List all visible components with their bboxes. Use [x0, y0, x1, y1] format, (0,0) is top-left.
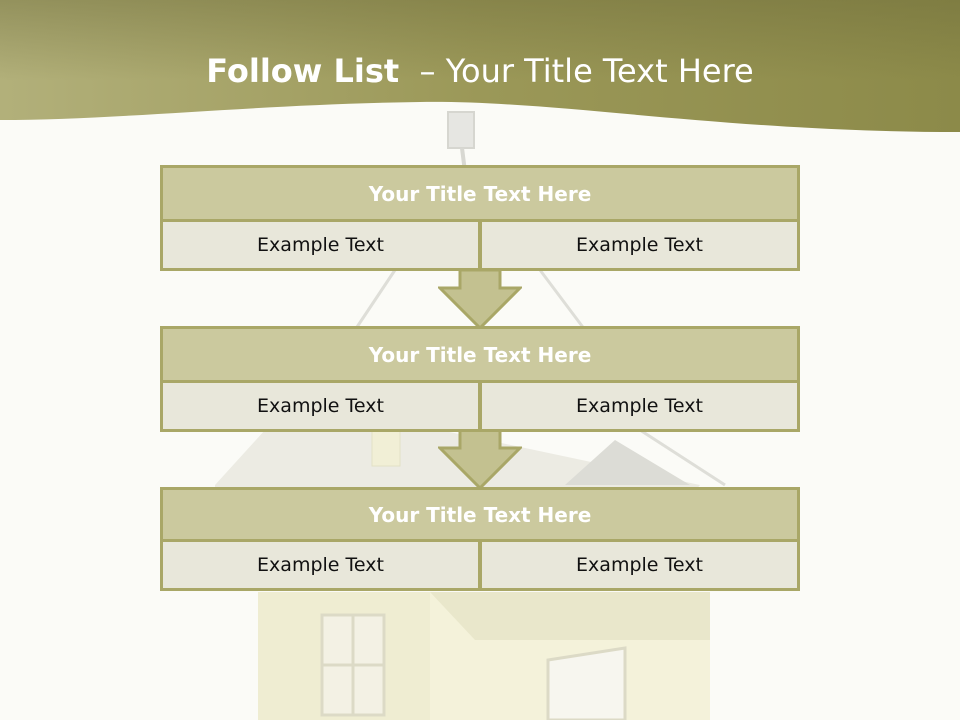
block-cell-left: Example Text: [160, 222, 481, 271]
slide-title-bold: Follow List: [206, 52, 400, 90]
list-block-1: Your Title Text Here Example Text Exampl…: [160, 165, 800, 271]
block-cell-right: Example Text: [479, 542, 800, 591]
list-block-2: Your Title Text Here Example Text Exampl…: [160, 326, 800, 432]
block-cell-right: Example Text: [479, 222, 800, 271]
block-title: Your Title Text Here: [160, 487, 800, 542]
block-cell-right: Example Text: [479, 383, 800, 432]
list-block-3: Your Title Text Here Example Text Exampl…: [160, 487, 800, 593]
header-band: [0, 0, 960, 132]
down-arrow-icon: [438, 270, 522, 330]
block-title: Your Title Text Here: [160, 165, 800, 222]
block-cell-left: Example Text: [160, 542, 481, 591]
down-arrow-icon: [438, 430, 522, 490]
slide-title-rest: – Your Title Text Here: [419, 52, 754, 90]
slide-title: Follow List – Your Title Text Here: [0, 52, 960, 90]
block-title: Your Title Text Here: [160, 326, 800, 383]
block-cell-left: Example Text: [160, 383, 481, 432]
